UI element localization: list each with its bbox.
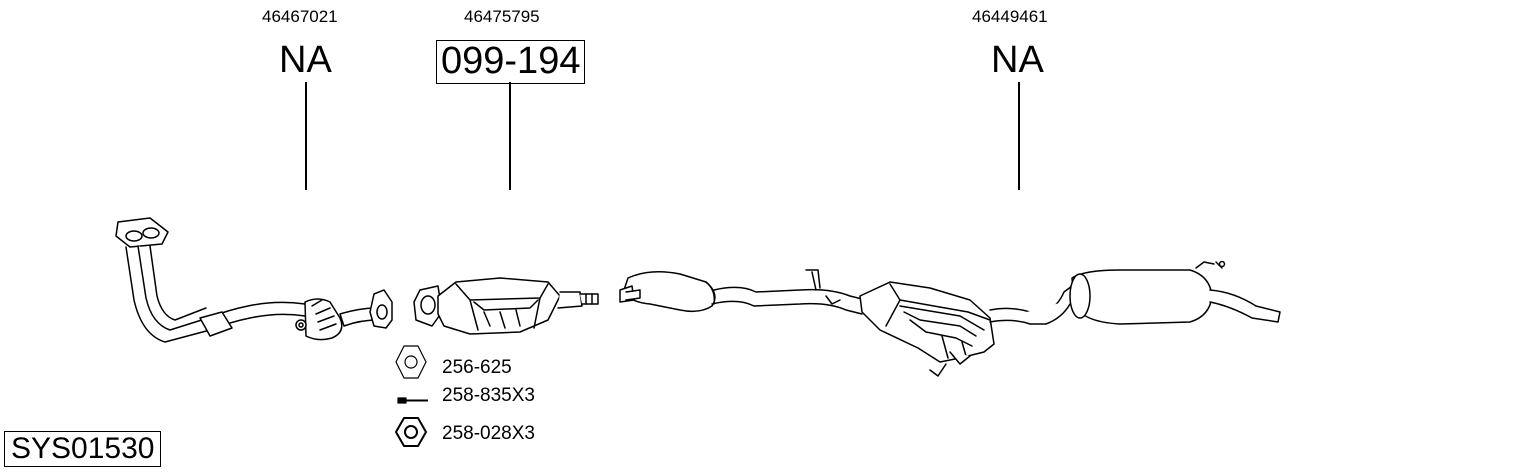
oe-number-catalytic-converter: 46475795 [464, 7, 540, 26]
centre-silencer-drawing [619, 269, 867, 315]
accessory-nut-label: 258-028X3 [442, 423, 535, 444]
gasket-icon [395, 345, 427, 379]
catalytic-converter-drawing [413, 277, 599, 335]
middle-box-drawing [859, 281, 995, 377]
leader-line-rear-section [1018, 82, 1020, 190]
leader-line-front-pipe [305, 82, 307, 190]
nut-icon [395, 417, 427, 447]
leader-line-catalytic-converter [509, 82, 511, 190]
part-code-rear-section: NA [991, 39, 1044, 81]
part-code-front-pipe: NA [279, 39, 332, 81]
accessory-gasket-label: 256-625 [442, 357, 512, 378]
system-id-label: SYS01530 [4, 431, 162, 467]
front-pipe-drawing [115, 217, 393, 343]
accessory-bolt-label: 258-835X3 [442, 385, 535, 406]
oe-number-rear-section: 46449461 [972, 7, 1048, 26]
part-code-catalytic-converter[interactable]: 099-194 [436, 40, 586, 84]
bolt-icon [397, 397, 428, 404]
oe-number-front-pipe: 46467021 [262, 7, 338, 26]
rear-silencer-drawing [989, 260, 1281, 325]
